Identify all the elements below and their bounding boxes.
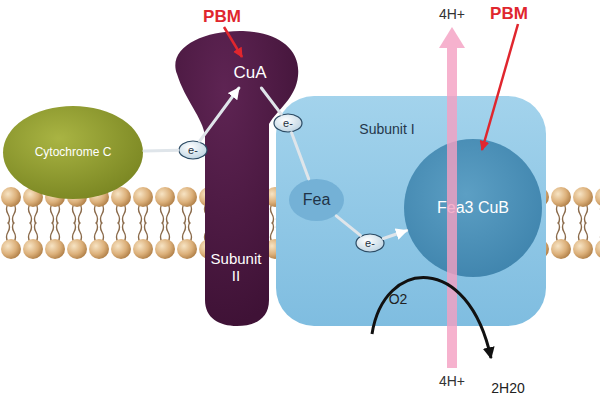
node-text: Fea	[303, 191, 331, 209]
node-text: Cytochrome C	[35, 146, 112, 160]
node-text: e-	[283, 117, 293, 130]
protein-subunit: Subunit I Fea Fea3 CuB e-	[275, 95, 547, 327]
binuclear-center: Fea3 CuB	[403, 138, 543, 278]
proton-label: 4H+	[412, 6, 492, 22]
electron-marker: e-	[355, 233, 385, 253]
node-text: Fea3 CuB	[437, 199, 509, 217]
metal-site: CuA	[225, 58, 275, 88]
protein-ellipse: Cytochrome C	[2, 105, 144, 200]
protein-subunit: Subunit II CuA	[165, 28, 302, 328]
node-text: CuA	[233, 63, 266, 83]
treatment-label: PBM	[182, 7, 262, 27]
electron-path	[144, 149, 178, 153]
node-text: Subunit I	[337, 121, 437, 137]
treatment-label: PBM	[469, 4, 549, 24]
electron-marker: e-	[273, 113, 303, 133]
molecule-label: 2H20	[468, 380, 548, 396]
proton-label: 4H+	[412, 373, 492, 389]
node-text: e-	[188, 144, 198, 157]
node-text: e-	[365, 237, 375, 250]
node-text: Subunit II	[205, 250, 267, 285]
molecule-label: O2	[358, 291, 438, 307]
heme-site: Fea	[288, 178, 345, 222]
electron-marker: e-	[178, 140, 208, 160]
